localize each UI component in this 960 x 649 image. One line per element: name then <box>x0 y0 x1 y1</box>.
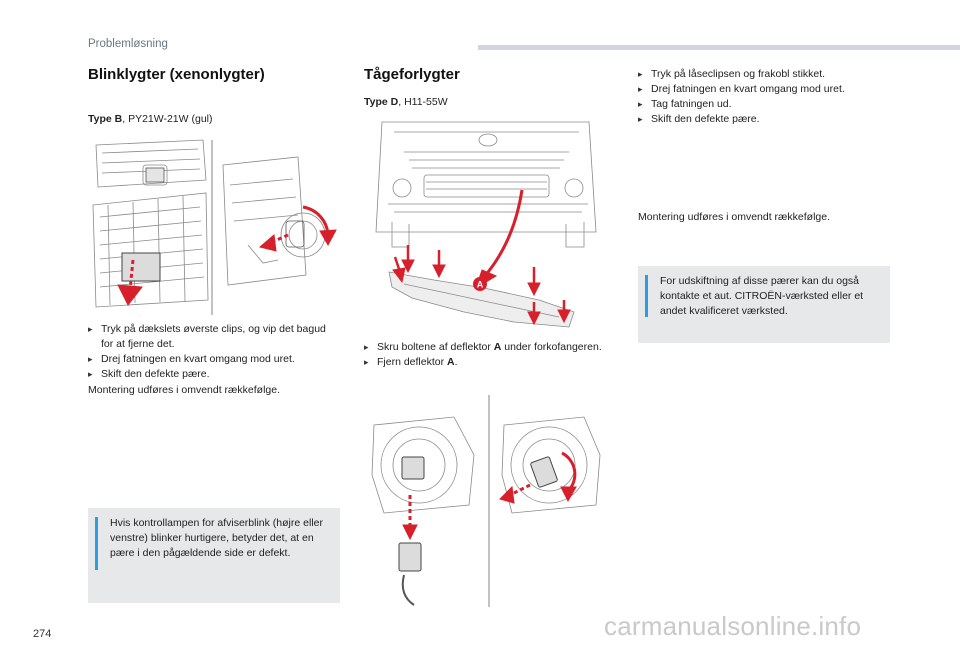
fog-extra-steps: Tryk på låseclipsen og frakobl stikket. … <box>638 67 888 127</box>
blinker-step-2: Drej fatningen en kvart omgang mod uret. <box>88 352 338 367</box>
blinker-title: Blinklygter (xenonlygter) <box>88 66 265 83</box>
blinker-steps: Tryk på dækslets øverste clips, og vip d… <box>88 322 338 382</box>
header-bar <box>478 45 960 50</box>
fog-extra-step-4: Skift den defekte pære. <box>638 112 888 127</box>
section-title: Problemløsning <box>88 38 168 50</box>
fog-step-2: Fjern deflektor A. <box>364 355 609 370</box>
page-number: 274 <box>33 628 52 640</box>
blinker-step-1: Tryk på dækslets øverste clips, og vip d… <box>88 322 338 352</box>
fog-title: Tågeforlygter <box>364 66 460 83</box>
fog-extra-step-2: Drej fatningen en kvart omgang mod uret. <box>638 82 888 97</box>
blinker-type-spec: , PY21W-21W (gul) <box>122 113 213 125</box>
fog-type-label: Type D <box>364 96 399 108</box>
blinker-type: Type B, PY21W-21W (gul) <box>88 112 212 127</box>
blinker-note: Hvis kontrollampen for afviserblink (høj… <box>88 508 340 603</box>
fog-assembly: Montering udføres i omvendt rækkefølge. <box>638 211 830 223</box>
workshop-note: For udskiftning af disse pærer kan du og… <box>638 266 890 343</box>
fog-extra-step-1: Tryk på låseclipsen og frakobl stikket. <box>638 67 888 82</box>
blinker-step-3: Skift den defekte pære. <box>88 367 338 382</box>
fog-type-spec: , H11-55W <box>398 96 448 108</box>
note-accent-bar <box>645 275 648 317</box>
foglamp-illustration <box>371 395 601 607</box>
fog-extra-step-3: Tag fatningen ud. <box>638 97 888 112</box>
note-accent-bar <box>95 517 98 570</box>
bumper-illustration: A <box>375 121 597 328</box>
fog-step-1: Skru boltene af deflektor A under forkof… <box>364 340 609 355</box>
workshop-note-text: For udskiftning af disse pærer kan du og… <box>660 275 864 317</box>
fog-steps: Skru boltene af deflektor A under forkof… <box>364 340 609 370</box>
callout-a: A <box>477 280 484 290</box>
blinker-type-label: Type B <box>88 113 123 125</box>
blinker-note-text: Hvis kontrollampen for afviserblink (høj… <box>110 517 323 559</box>
blinker-assembly: Montering udføres i omvendt rækkefølge. <box>88 384 280 396</box>
blinker-illustration <box>92 139 337 315</box>
watermark: carmanualsonline.info <box>604 611 862 641</box>
fog-type: Type D, H11-55W <box>364 95 448 110</box>
